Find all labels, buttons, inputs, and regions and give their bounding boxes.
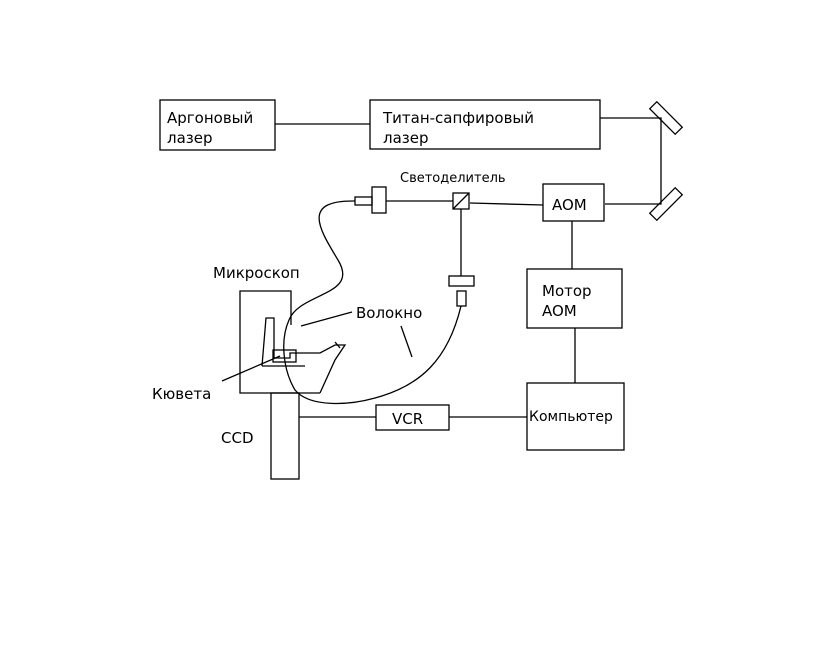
ccd-label: CCD — [221, 429, 254, 447]
beam-to-splitter — [469, 202, 544, 206]
mirror-bottom — [648, 186, 684, 222]
ti-sapphire-label-1: Титан-сапфировый — [382, 109, 534, 127]
cuvette-pointer — [221, 355, 281, 382]
argon-laser-label-1: Аргоновый — [167, 109, 253, 127]
lower-fiber-coupler — [448, 275, 475, 307]
ccd-camera: CCD — [221, 392, 300, 480]
aom-motor-label-2: AOM — [542, 302, 577, 320]
optical-fiber — [283, 200, 462, 405]
vcr-label: VCR — [392, 410, 423, 428]
mirror-top — [648, 100, 684, 136]
cuvette: Кювета — [152, 349, 297, 403]
argon-laser-block: Аргоновый лазер — [159, 99, 276, 151]
aom-block: AOM — [542, 183, 605, 222]
fiber-label: Волокно — [356, 304, 422, 322]
fiber-pointer-lower — [400, 325, 413, 358]
ti-sapphire-laser-block: Титан-сапфировый лазер — [369, 99, 601, 150]
vcr-block: VCR — [375, 404, 450, 431]
computer-label: Компьютер — [529, 409, 613, 425]
argon-laser-label-2: лазер — [167, 129, 213, 147]
aom-motor-label-1: Мотор — [542, 282, 592, 300]
cuvette-label: Кювета — [152, 385, 211, 403]
microscope: Микроскоп — [213, 264, 347, 394]
beam-splitter-label: Светоделитель — [400, 171, 506, 186]
fiber-pointer-upper — [300, 311, 353, 327]
aom-motor-block: Мотор AOM — [526, 268, 623, 329]
aom-label: AOM — [552, 196, 587, 214]
laser-beam-path — [600, 117, 662, 205]
microscope-label: Микроскоп — [213, 264, 300, 282]
ti-sapphire-label-2: лазер — [383, 129, 429, 147]
computer-block: Компьютер — [526, 382, 625, 451]
upper-fiber-coupler — [354, 186, 387, 214]
